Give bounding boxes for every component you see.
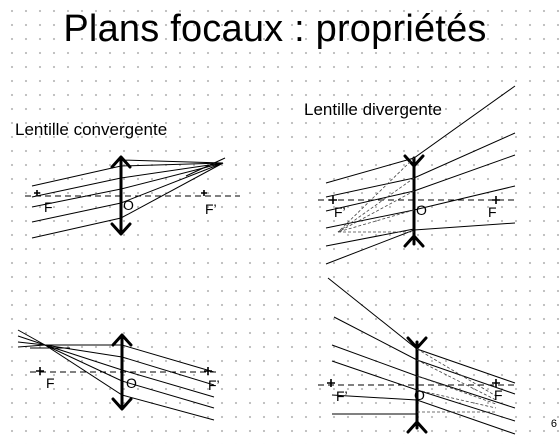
page-number: 6: [550, 418, 557, 430]
ray: [331, 394, 516, 435]
focus-marker-left: [327, 379, 335, 387]
panel-diverging-focal-plane: F’ O F: [318, 277, 516, 435]
lens-center-label: O: [414, 387, 425, 403]
caption-converging-lens: Lentille convergente: [15, 120, 168, 139]
ray: [31, 162, 224, 239]
ray: [17, 341, 215, 409]
lens-center-label: O: [123, 197, 134, 213]
virtual-ray: [416, 375, 497, 405]
ray: [327, 277, 516, 384]
lens-center-label: O: [126, 375, 137, 391]
virtual-ray: [337, 157, 415, 233]
focus-label-left: F: [46, 375, 55, 391]
panel-diverging-parallel: F’ O F: [318, 85, 516, 265]
ray: [31, 162, 224, 187]
ray: [120, 159, 224, 164]
virtual-ray: [337, 190, 415, 233]
focus-marker-left: [34, 190, 40, 196]
focus-marker-right: [201, 190, 207, 196]
ray: [17, 344, 215, 421]
virtual-ray: [416, 389, 497, 409]
focus-label-left: F: [44, 199, 53, 215]
ray: [31, 162, 224, 198]
ray: [17, 335, 215, 398]
lens-center-label: O: [416, 202, 427, 218]
focus-marker-right: [492, 196, 500, 204]
virtual-ray: [416, 348, 497, 397]
focus-label-left: F’: [334, 204, 346, 220]
virtual-ray: [337, 177, 415, 233]
focus-marker-right: [492, 379, 500, 387]
panel-converging-focal-plane: F O F’: [17, 329, 220, 421]
ray: [325, 85, 516, 184]
focus-marker-left: [36, 367, 44, 375]
ray: [17, 329, 215, 386]
focus-label-right: F’: [205, 201, 217, 217]
virtual-ray: [337, 209, 415, 233]
ray: [325, 222, 516, 265]
ray: [31, 162, 224, 208]
caption-diverging-lens: Lentille divergente: [304, 100, 442, 119]
focus-label-right: F’: [208, 377, 220, 393]
panel-converging-parallel: F O F’: [25, 155, 240, 239]
converging-lens: [110, 155, 132, 236]
focus-label-left: F’: [336, 388, 348, 404]
focus-label-right: F: [488, 204, 497, 220]
ray: [31, 162, 224, 223]
focus-label-right: F: [494, 387, 503, 403]
focus-marker-left: [329, 196, 337, 204]
ray: [185, 157, 226, 177]
ray: [45, 344, 215, 373]
slide-title: Plans focaux : propriétés: [63, 8, 487, 50]
